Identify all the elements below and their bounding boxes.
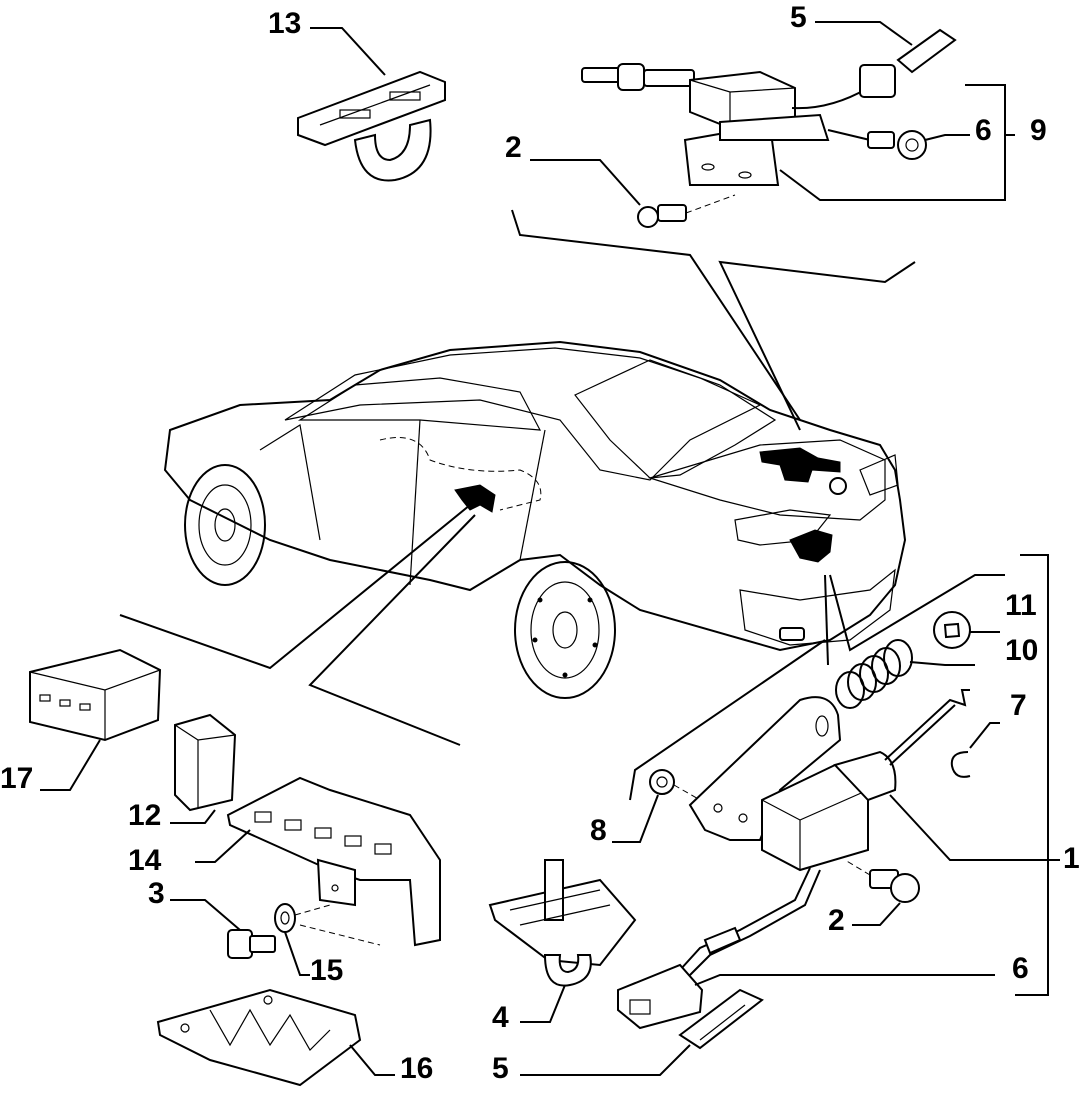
clip-part-13: [297, 70, 446, 182]
relay-part-12: [174, 713, 237, 812]
screw-part-2-bottom: [844, 859, 920, 903]
nut-part-8: [649, 769, 701, 801]
callout-10: 10: [1005, 634, 1038, 667]
rear-bumper: [739, 568, 896, 646]
trunk-emblem: [829, 477, 847, 495]
trunk-lock-assembly: [617, 611, 971, 1050]
callout-1: 1: [1063, 842, 1080, 875]
trunk-release-assembly: [581, 28, 957, 228]
rear-window: [574, 359, 777, 479]
callout-7: 7: [1010, 689, 1027, 722]
leader-lines: [40, 21, 1060, 1076]
door-lock-location-marker: [454, 484, 496, 513]
callout-6-top: 6: [975, 114, 992, 147]
washer-part-11: [933, 611, 971, 649]
callout-8: 8: [590, 814, 607, 847]
car-illustration: [163, 340, 907, 699]
spring-part-10: [835, 639, 913, 709]
callout-5-top: 5: [790, 1, 807, 34]
washer-part-15: [274, 903, 381, 946]
trunk-lock-location-marker: [789, 529, 833, 563]
callout-11: 11: [1005, 589, 1037, 622]
rear-wheel: [514, 561, 616, 699]
tail-light-right: [859, 454, 899, 496]
car-body-outline: [163, 340, 907, 652]
bolt-part-3: [227, 929, 276, 959]
car-roof: [284, 347, 762, 481]
callout-4: 4: [492, 1001, 509, 1034]
callout-17: 17: [0, 762, 33, 795]
callout-12: 12: [128, 799, 161, 832]
callout-13: 13: [268, 7, 301, 40]
callout-3: 3: [148, 877, 165, 910]
bracket-part-14: [226, 776, 441, 947]
exhaust-tip: [779, 627, 805, 641]
clip-part-4: [488, 859, 637, 987]
callout-2-top: 2: [505, 131, 522, 164]
callout-5-bottom: 5: [492, 1052, 509, 1085]
interior-harness: [379, 437, 542, 511]
callout-15: 15: [310, 954, 343, 987]
callout-2-bottom: 2: [828, 904, 845, 937]
clip-part-7: [950, 751, 971, 778]
control-unit-part-17: [29, 648, 162, 742]
front-wheel: [184, 464, 266, 586]
callout-16: 16: [400, 1052, 433, 1085]
trunk-lid: [647, 439, 886, 521]
callout-6-bottom: 6: [1012, 952, 1029, 985]
callout-14: 14: [128, 844, 162, 877]
plate-part-16: [156, 988, 362, 1087]
trunk-release-location-marker: [759, 447, 841, 483]
callout-9: 9: [1030, 114, 1047, 147]
